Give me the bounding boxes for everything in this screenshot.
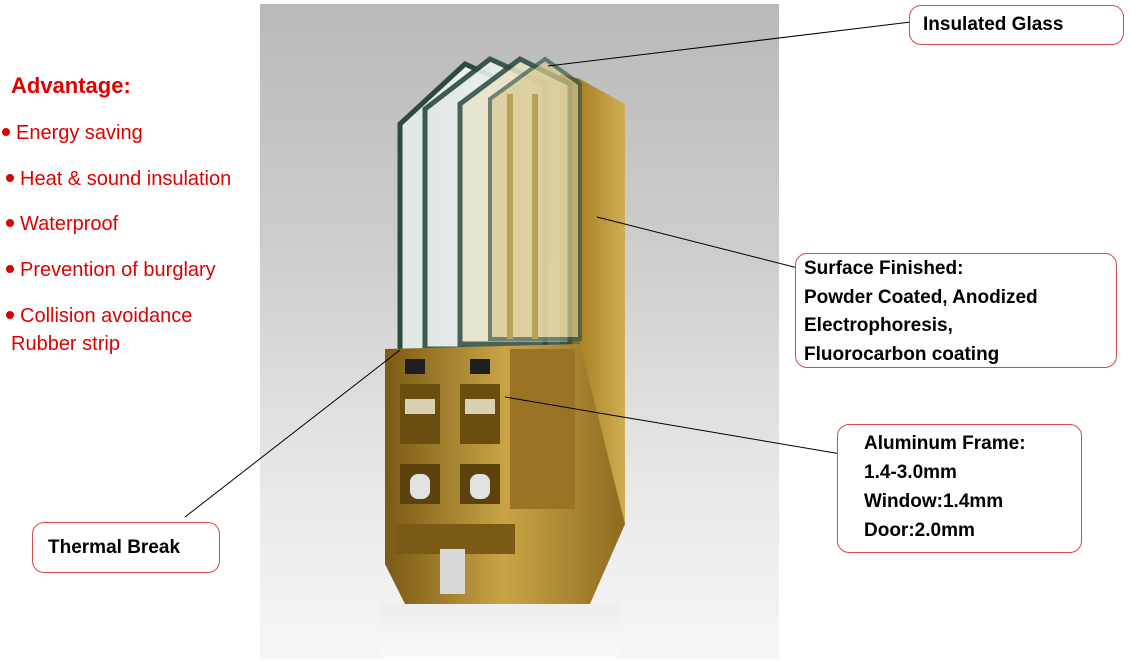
bullet-icon — [6, 310, 14, 319]
window-profile-illustration — [380, 56, 625, 659]
advantage-item-collision-continuation: Rubber strip — [11, 333, 120, 355]
surface-title: Surface Finished: — [804, 258, 964, 279]
advantage-item-collision: Collision avoidance — [6, 305, 192, 328]
bullet-icon — [6, 173, 14, 182]
frame-line: Door:2.0mm — [864, 520, 975, 541]
advantage-item-insulation: Heat & sound insulation — [6, 168, 231, 191]
surface-line: Electrophoresis, — [804, 315, 953, 336]
advantage-item-burglary: Prevention of burglary — [6, 259, 216, 282]
insulated-glass — [397, 56, 582, 357]
callout-surface-finished: Surface Finished: Powder Coated, Anodize… — [795, 253, 1117, 368]
aluminum-frame — [385, 344, 625, 604]
bullet-icon — [6, 264, 14, 273]
surface-line: Powder Coated, Anodized — [804, 286, 1038, 308]
advantage-title: Advantage: — [11, 73, 131, 98]
callout-thermal-break: Thermal Break — [32, 522, 220, 573]
frame-title: Aluminum Frame: — [864, 433, 1026, 454]
window-profile-image — [260, 4, 779, 659]
bullet-icon — [6, 218, 14, 227]
callout-aluminum-frame: Aluminum Frame: 1.4-3.0mm Window:1.4mm D… — [837, 424, 1082, 553]
advantage-item-waterproof: Waterproof — [6, 213, 118, 236]
frame-line: Window:1.4mm — [864, 491, 1004, 512]
bullet-icon — [2, 127, 10, 136]
advantage-item-energy: Energy saving — [2, 122, 143, 145]
surface-line: Fluorocarbon coating — [804, 343, 1000, 365]
frame-line: 1.4-3.0mm — [864, 462, 957, 483]
callout-insulated-glass: Insulated Glass — [909, 5, 1124, 45]
